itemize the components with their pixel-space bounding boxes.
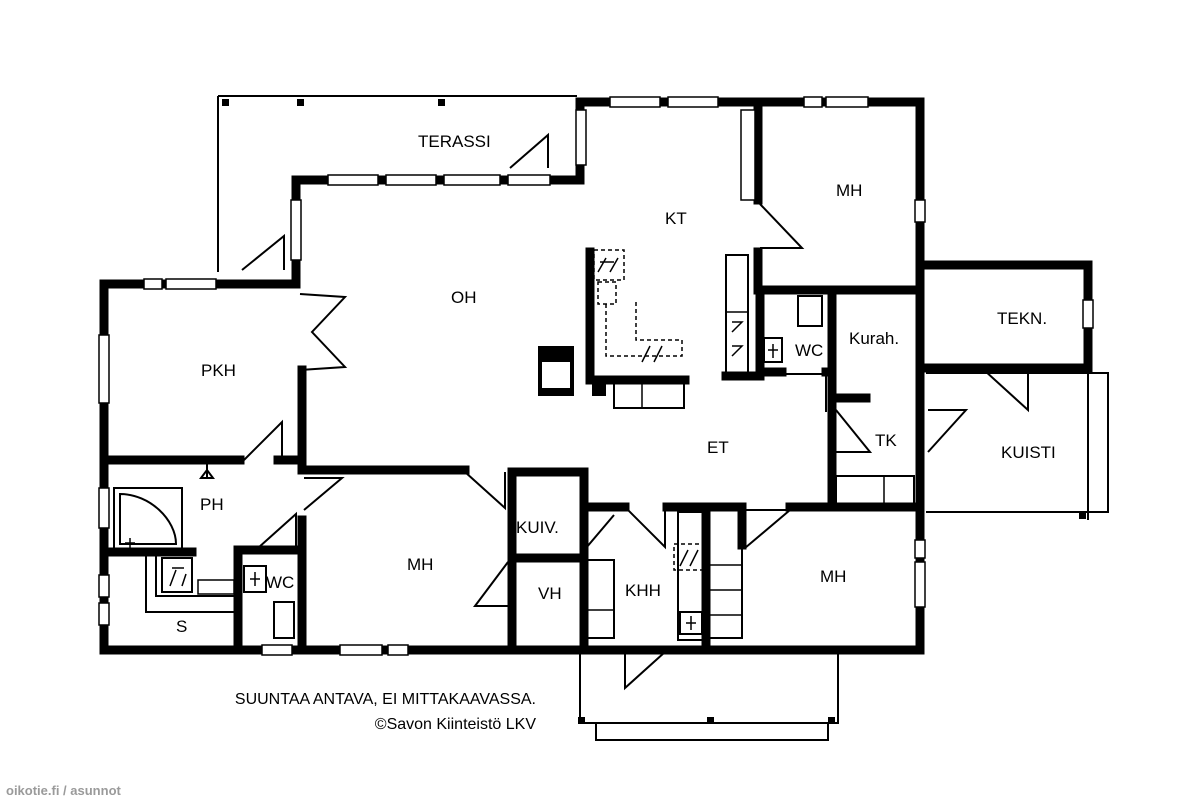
room-label-s: S: [176, 617, 187, 636]
room-label-ph: PH: [200, 495, 224, 514]
room-label-vh: VH: [538, 584, 562, 603]
room-label-tk: TK: [875, 431, 897, 450]
room-label-kt: KT: [665, 209, 687, 228]
room-label-kuisti: KUISTI: [1001, 443, 1056, 462]
entrance-porch: [578, 654, 839, 741]
room-label-oh: OH: [451, 288, 477, 307]
copyright-note: ©Savon Kiinteistö LKV: [375, 716, 537, 733]
disclaimer-note: SUUNTAA ANTAVA, EI MITTAKAAVASSA.: [235, 691, 536, 708]
room-label-mh-top: MH: [836, 181, 862, 200]
room-label-wc-small: WC: [266, 573, 294, 592]
room-label-et: ET: [707, 438, 729, 457]
room-label-kurah: Kurah.: [849, 329, 899, 348]
room-label-tekn: TEKN.: [997, 309, 1047, 328]
windows: [98, 96, 1094, 656]
doors: [241, 132, 1029, 691]
room-label-pkh: PKH: [201, 361, 236, 380]
room-labels: TERASSI KT MH OH PKH WC Kurah. TEKN. TK …: [176, 132, 1056, 636]
kuisti-porch: [926, 372, 1109, 520]
room-label-terassi: TERASSI: [418, 132, 491, 151]
room-label-mh-bottom: MH: [407, 555, 433, 574]
watermark: oikotie.fi / asunnot: [6, 783, 122, 798]
terrace: [217, 95, 577, 272]
room-label-kuiv: KUIV.: [516, 518, 559, 537]
room-label-wc-mid: WC: [795, 341, 823, 360]
room-label-mh-right: MH: [820, 567, 846, 586]
room-label-khh: KHH: [625, 581, 661, 600]
fixtures: [113, 249, 915, 641]
